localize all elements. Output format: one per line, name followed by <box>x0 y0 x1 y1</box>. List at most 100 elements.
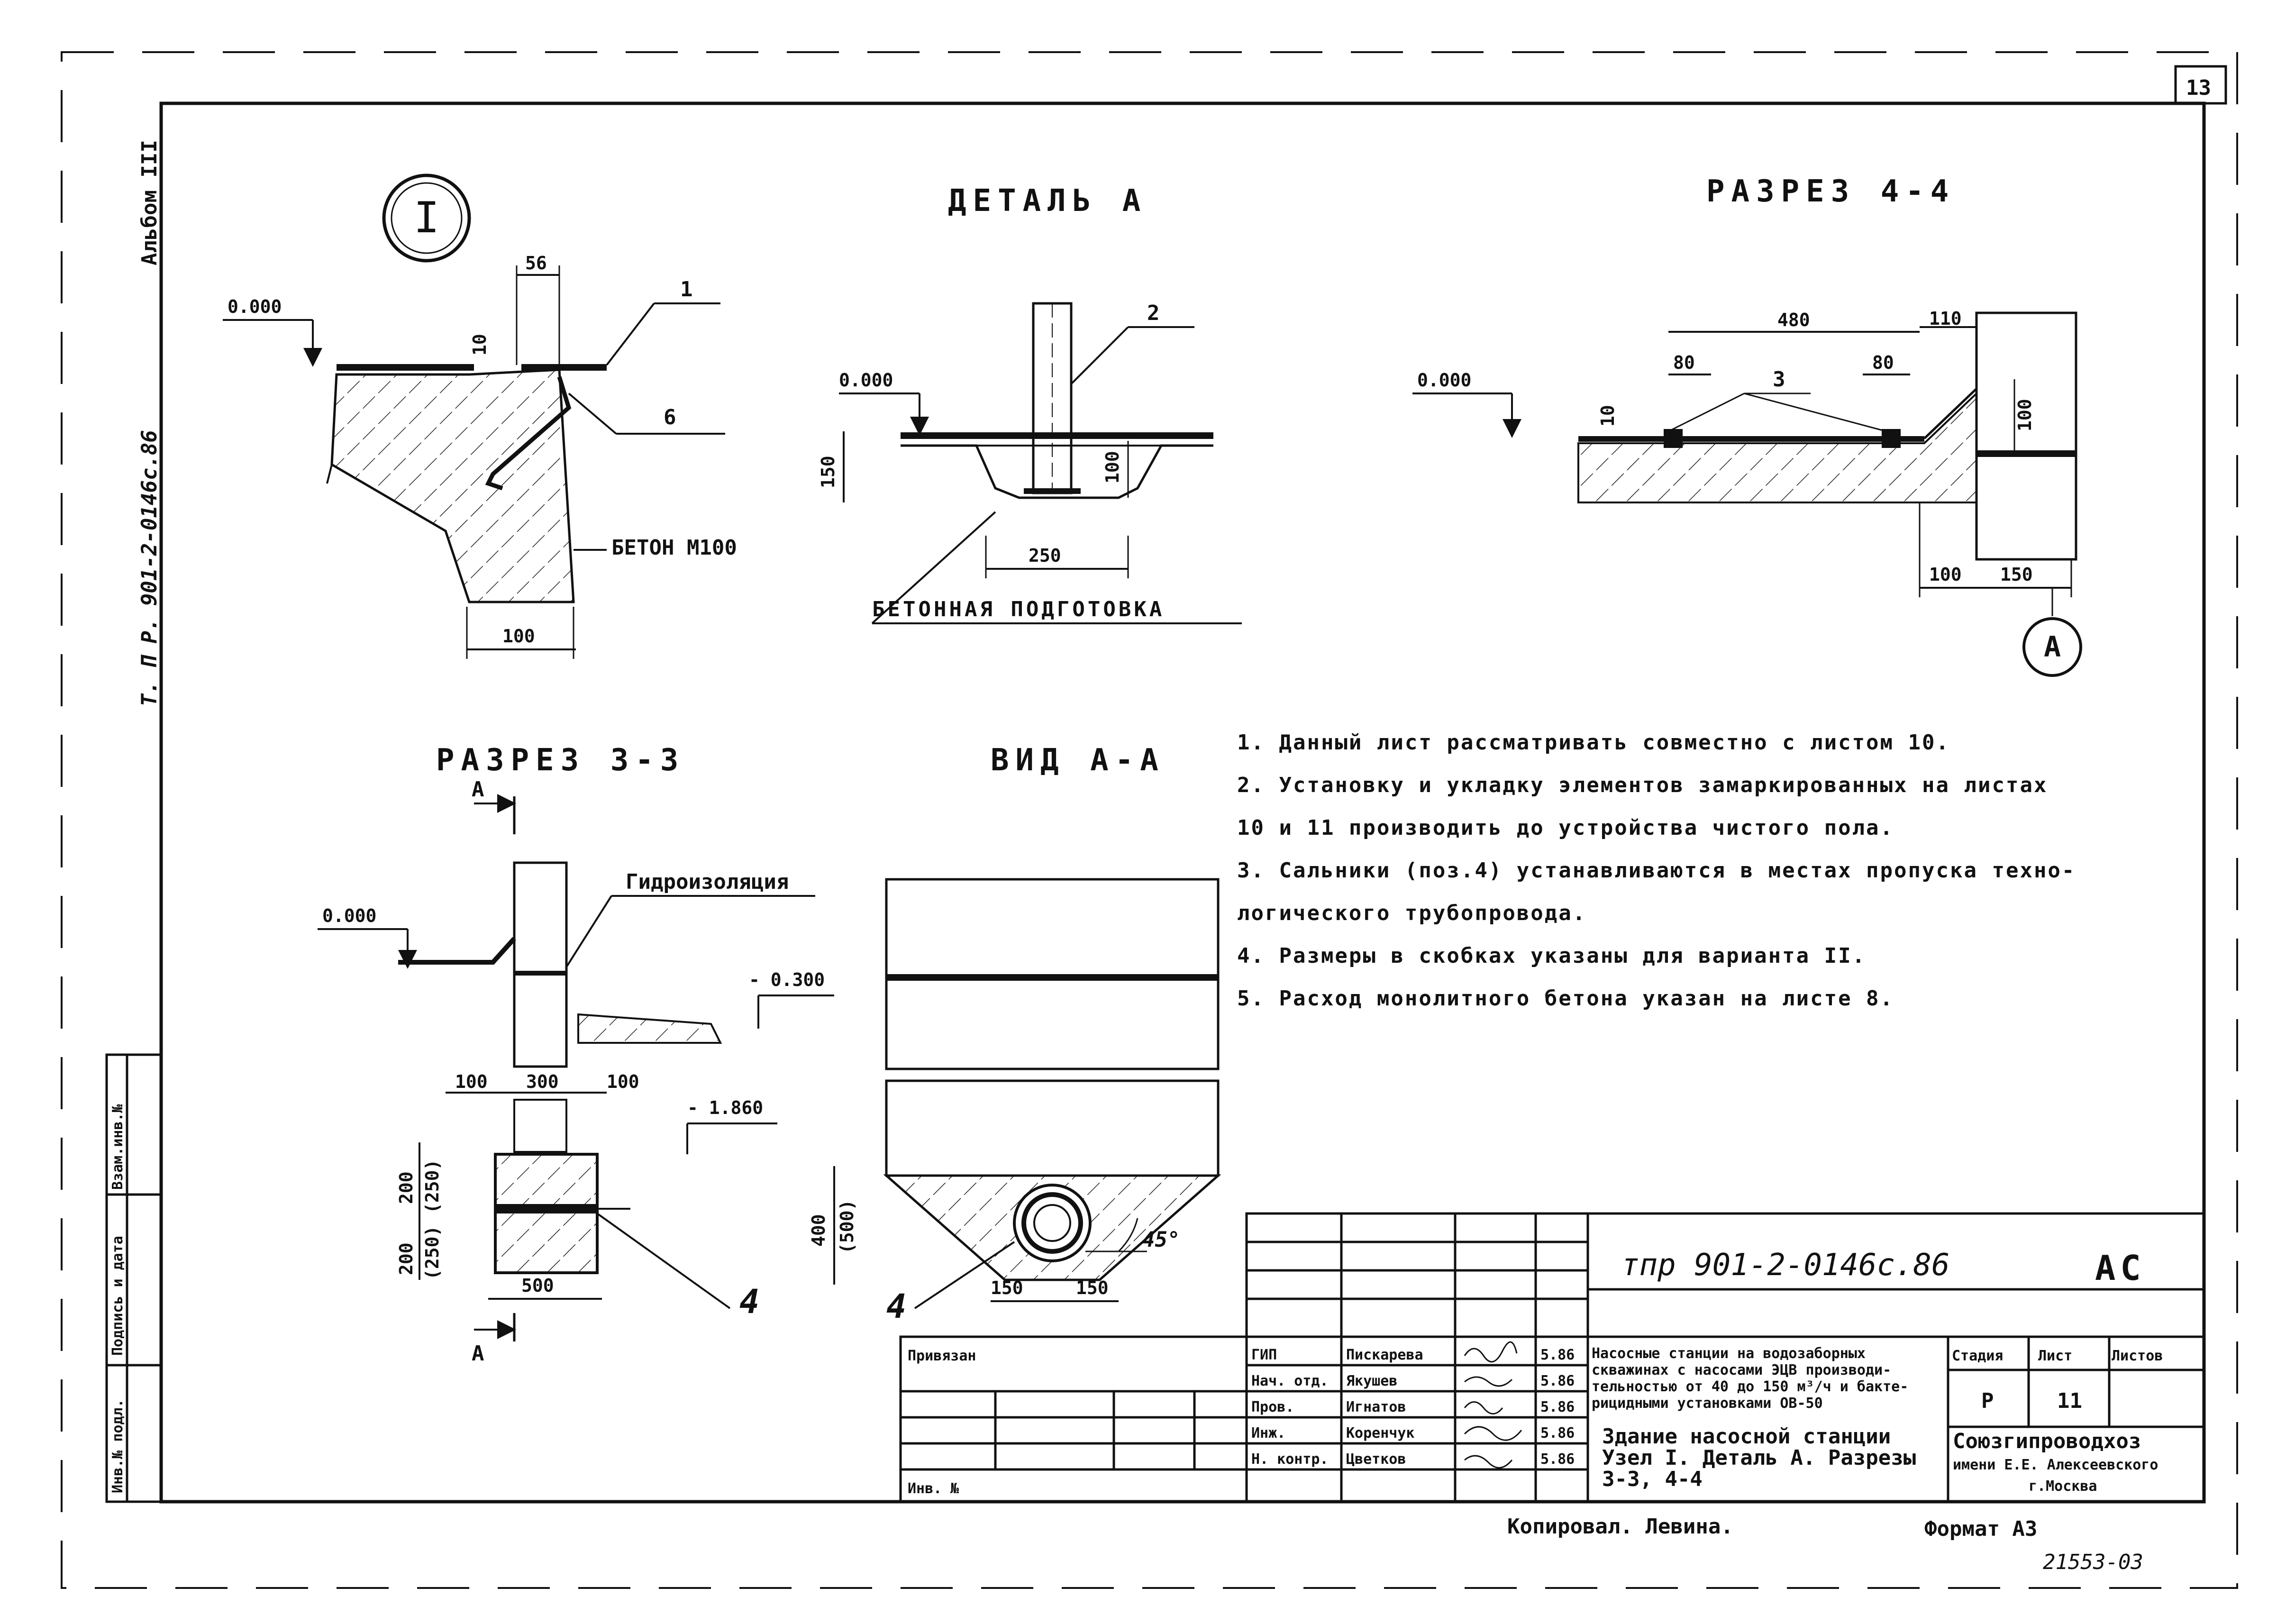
node-concrete: БЕТОН М100 <box>611 536 737 560</box>
section-3-3-dim-200-l: 200 <box>396 1242 417 1275</box>
project-title-3: рицидными установками ОВ-50 <box>1592 1395 1823 1412</box>
sheet-value: 11 <box>2057 1389 2082 1413</box>
album-side-label: Т. П Р. 901-2-0146с.86 <box>137 430 162 706</box>
stamp-sign-date: Подпись и дата <box>109 1236 126 1356</box>
role-3-date: 5.86 <box>1540 1425 1575 1442</box>
sheet-number: 13 <box>2186 76 2211 100</box>
view-a-a-dim-500: (500) <box>837 1200 857 1254</box>
stamp-inv-orig: Инв.№ подл. <box>109 1399 126 1493</box>
section-4-4-dim-80-right: 80 <box>1872 352 1894 373</box>
section-4-4-dim-total: 480 <box>1777 310 1810 330</box>
section-4-4-view-mark: А <box>2044 630 2061 664</box>
sheet-title: Здание насосной станции Узел I. Деталь А… <box>1602 1424 1916 1491</box>
project-title-2: тельностью от 40 до 150 м³/ч и бакте- <box>1592 1378 1908 1395</box>
doc-code: тпр 901-2-0146с.86 <box>1621 1248 1950 1283</box>
section-4-4-dim-10: 10 <box>1597 405 1618 427</box>
roles-list: ГИП Пискарева 5.86 Нач. отд. Якушев 5.86… <box>1251 1347 1575 1468</box>
doc-mark: АС <box>2095 1248 2146 1288</box>
role-2-date: 5.86 <box>1540 1399 1575 1415</box>
detail-a-title: ДЕТАЛЬ А <box>948 183 1147 219</box>
role-0: ГИП <box>1251 1347 1277 1363</box>
role-1-name: Якушев <box>1346 1373 1397 1389</box>
role-4-date: 5.86 <box>1540 1451 1575 1468</box>
view-a-a: ВИД А-А 45° 400 (500) 150 150 4 <box>808 743 1221 1326</box>
node-circle-label: I <box>414 193 439 243</box>
section-3-3-waterproofing: Гидроизоляция <box>626 870 789 894</box>
view-a-a-pos-4: 4 <box>886 1287 906 1326</box>
detail-a-dim-width: 250 <box>1029 545 1061 566</box>
inv-label: Инв. № <box>908 1480 959 1497</box>
view-a-a-dim-150-l: 150 <box>991 1277 1023 1298</box>
org-1: имени Е.Е. Алексеевского <box>1953 1457 2158 1473</box>
section-4-4-dim-110: 110 <box>1929 308 1962 329</box>
note-5: логического трубопровода. <box>1237 901 1587 925</box>
view-a-a-dim-400: 400 <box>808 1214 829 1247</box>
note-3: 10 и 11 производить до устройства чистог… <box>1237 816 1894 840</box>
project-title-1: скважинах с насосами ЭЦВ производи- <box>1592 1362 1891 1378</box>
stage-label: Стадия <box>1952 1348 2003 1364</box>
section-4-4-dim-100-b: 100 <box>1929 564 1962 585</box>
album-label: Альбом III <box>137 140 162 265</box>
view-a-a-dim-150-r: 150 <box>1076 1277 1109 1298</box>
project-title-0: Насосные станции на водозаборных <box>1592 1345 1866 1362</box>
node-detail: I 0.000 56 10 1 6 БЕТОН М100 100 <box>223 173 737 659</box>
title-block <box>899 1212 2205 1503</box>
sheet-title-1: Узел I. Деталь А. Разрезы <box>1602 1446 1916 1470</box>
node-level: 0.000 <box>228 296 282 317</box>
section-4-4: РАЗРЕЗ 4-4 0.000 480 110 80 80 3 10 100 … <box>1412 174 2082 677</box>
node-pos-6: 6 <box>664 405 676 429</box>
role-3-name: Коренчук <box>1346 1425 1415 1442</box>
section-3-3-title: РАЗРЕЗ 3-3 <box>436 743 685 778</box>
stamp-replace-inv: Взам.инв.№ <box>109 1104 126 1190</box>
role-2-name: Игнатов <box>1346 1399 1406 1415</box>
footer-copied: Копировал. Левина. <box>1507 1515 1733 1539</box>
detail-a-note: БЕТОННАЯ ПОДГОТОВКА <box>872 597 1165 621</box>
stage-value: Р <box>1981 1389 1994 1413</box>
section-3-3-dim-200-u: 200 <box>396 1171 417 1204</box>
section-3-3-level-0300: - 0.300 <box>749 969 825 990</box>
section-3-3-level-1860: - 1.860 <box>687 1097 763 1118</box>
sheet-title-2: 3-3, 4-4 <box>1602 1467 1703 1491</box>
footer-format: Формат А3 <box>1924 1517 2037 1541</box>
org-0: Союзгипроводхоз <box>1953 1429 2141 1453</box>
sheet-title-0: Здание насосной станции <box>1602 1424 1891 1449</box>
role-4: Н. контр. <box>1251 1451 1329 1468</box>
bound-label: Привязан <box>908 1348 976 1364</box>
note-7: 5. Расход монолитного бетона указан на л… <box>1237 986 1894 1011</box>
detail-a-dim-height: 150 <box>818 456 838 488</box>
section-4-4-dim-150-b: 150 <box>2000 564 2033 585</box>
sheets-label: Листов <box>2112 1348 2163 1364</box>
section-3-3-pos-4: 4 <box>739 1282 759 1321</box>
detail-a-pos: 2 <box>1147 301 1160 325</box>
role-1: Нач. отд. <box>1251 1373 1329 1389</box>
section-3-3-cut-top: А <box>472 777 484 802</box>
section-3-3-dim-300: 300 <box>526 1071 559 1092</box>
section-4-4-level: 0.000 <box>1417 370 1471 391</box>
role-4-name: Цветков <box>1346 1451 1406 1468</box>
role-0-date: 5.86 <box>1540 1347 1575 1363</box>
note-6: 4. Размеры в скобках указаны для вариант… <box>1237 944 1867 968</box>
signatures <box>1464 1341 1522 1469</box>
sheet-frame <box>61 51 2238 1589</box>
section-3-3-dim-100-l: 100 <box>455 1071 488 1092</box>
note-2: 2. Установку и укладку элементов замарки… <box>1237 773 2048 797</box>
node-dim-bottom: 100 <box>502 626 535 647</box>
section-3-3-level-0: 0.000 <box>322 905 376 926</box>
section-4-4-title: РАЗРЕЗ 4-4 <box>1706 174 1955 209</box>
node-pos-1: 1 <box>680 277 693 301</box>
project-title: Насосные станции на водозаборных скважин… <box>1592 1345 1908 1412</box>
section-3-3-dim-250-u: (250) <box>422 1159 443 1213</box>
sheet-label: Лист <box>2038 1348 2072 1364</box>
node-dim-top: 56 <box>525 253 547 274</box>
section-4-4-dim-80-left: 80 <box>1673 352 1695 373</box>
role-3: Инж. <box>1251 1425 1285 1442</box>
organization: Союзгипроводхоз имени Е.Е. Алексеевского… <box>1953 1429 2158 1495</box>
section-3-3: РАЗРЕЗ 3-3 А 0.000 Гидроизоляция - 0.300… <box>318 743 834 1366</box>
section-3-3-dim-250-l: (250) <box>422 1226 443 1280</box>
role-2: Пров. <box>1251 1399 1294 1415</box>
detail-a-dim-inner: 100 <box>1102 451 1123 484</box>
side-stamp <box>105 1053 163 1503</box>
section-4-4-dim-100-v: 100 <box>2014 399 2035 431</box>
note-1: 1. Данный лист рассматривать совместно с… <box>1237 730 1950 755</box>
view-a-a-angle: 45° <box>1142 1228 1180 1252</box>
